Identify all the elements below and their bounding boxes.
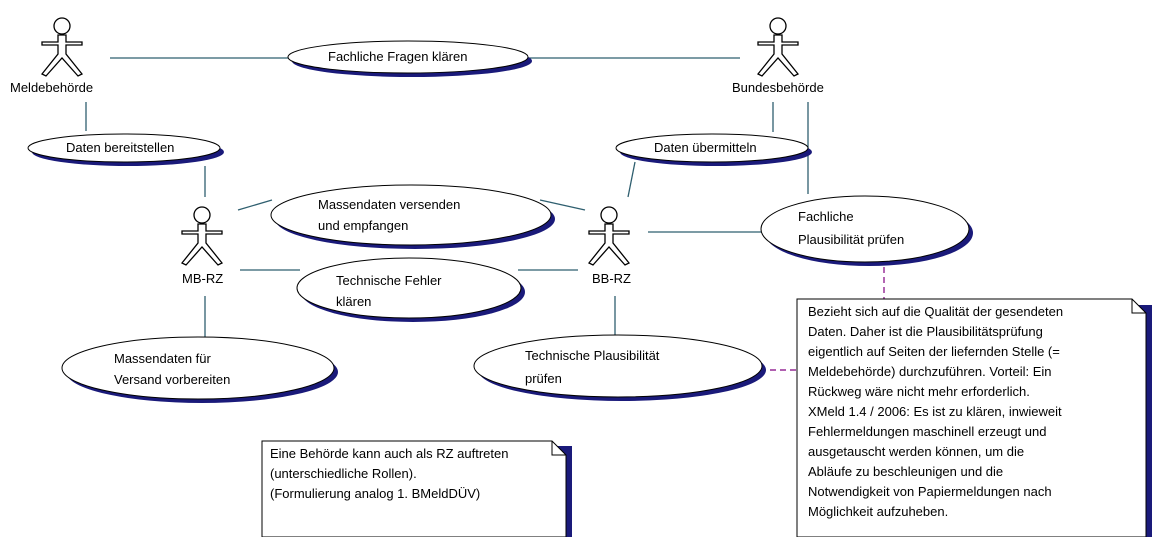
note-plausibilitaet-line: Abläufe zu beschleunigen und die: [808, 464, 1004, 479]
note-plausibilitaet: Bezieht sich auf die Qualität der gesend…: [808, 302, 1063, 522]
actor-bundesbehoerde-label: Bundesbehörde: [732, 80, 824, 95]
usecase-vorbereiten-label-2: Versand vorbereiten: [114, 372, 231, 387]
actor-meldebehoerde-label: Meldebehörde: [10, 80, 94, 95]
usecase-fachfragen: [287, 40, 529, 74]
note-plausibilitaet-line: Möglichkeit aufzuheben.: [808, 504, 949, 519]
usecase-techplaus: [473, 334, 763, 398]
note-plausibilitaet-line: Notwendigkeit von Papiermeldungen nach: [808, 484, 1052, 499]
actor-mbrz-icon: [181, 206, 223, 266]
note-rolle-line: (Formulierung analog 1. BMeldDÜV): [270, 486, 481, 501]
note-rolle-line: Eine Behörde kann auch als RZ auftreten: [270, 446, 509, 461]
note-plausibilitaet-line: eigentlich auf Seiten der liefernden Ste…: [808, 344, 1060, 359]
line-mbrz-massendaten: [237, 199, 273, 211]
actor-mbrz-label: MB-RZ: [182, 271, 224, 286]
usecase-vorbereiten: [61, 336, 335, 400]
usecase-uebermitteln-label: Daten übermitteln: [654, 140, 757, 155]
usecase-massendaten-label-1: Massendaten versenden: [318, 197, 461, 212]
usecase-uebermitteln: [615, 133, 809, 163]
line-massendaten-bbrz: [539, 199, 586, 211]
actor-meldebehoerde-icon: [41, 17, 83, 77]
note-plausibilitaet-line: Fehlermeldungen maschinell erzeugt und: [808, 424, 1047, 439]
usecase-techplaus-label-2: prüfen: [525, 371, 562, 386]
actor-bundesbehoerde-icon: [757, 17, 799, 77]
note-plausibilitaet-shape: [796, 298, 1152, 537]
usecase-massendaten-label-2: und empfangen: [318, 218, 409, 233]
usecase-massendaten: [270, 184, 552, 246]
note-plausibilitaet-line: ausgetauscht werden können, um die: [808, 444, 1025, 459]
usecase-techfehler: [296, 257, 522, 319]
note-plausibilitaet-line: Meldebehörde) durchzuführen. Vorteil: Ei…: [808, 364, 1052, 379]
usecase-techfehler-label-2: klären: [336, 294, 372, 309]
usecase-fachplaus-label-2: Plausibilität prüfen: [798, 232, 905, 247]
usecase-fachplaus: [760, 195, 970, 263]
note-plausibilitaet-line: Rückweg wäre nicht mehr erforderlich.: [808, 384, 1030, 399]
note-plausibilitaet-line: Bezieht sich auf die Qualität der gesend…: [808, 304, 1064, 319]
note-plausibilitaet-line: Daten. Daher ist die Plausibilitätsprüfu…: [808, 324, 1043, 339]
line-uebermitteln-bbrz: [627, 161, 636, 198]
actor-bbrz-label: BB-RZ: [592, 271, 631, 286]
actor-bbrz-icon: [588, 206, 630, 266]
note-plausibilitaet-line: XMeld 1.4 / 2006: Es ist zu klären, inwi…: [808, 404, 1062, 419]
note-rolle-line: (unterschiedliche Rollen).: [270, 466, 417, 481]
note-rolle-shape: [261, 440, 572, 537]
usecase-techfehler-label-1: Technische Fehler: [336, 273, 442, 288]
usecase-techplaus-label-1: Technische Plausibilität: [525, 348, 660, 363]
usecase-ellipses: [27, 40, 973, 403]
usecase-bereitstellen: [27, 133, 221, 163]
note-links: [760, 267, 885, 371]
usecase-fachplaus-label-1: Fachliche: [798, 209, 854, 224]
usecase-bereitstellen-label: Daten bereitstellen: [66, 140, 175, 155]
usecase-vorbereiten-label-1: Massendaten für: [114, 351, 211, 366]
note-rolle: Eine Behörde kann auch als RZ auftreten …: [270, 444, 508, 504]
usecase-fachfragen-label: Fachliche Fragen klären: [328, 49, 468, 64]
